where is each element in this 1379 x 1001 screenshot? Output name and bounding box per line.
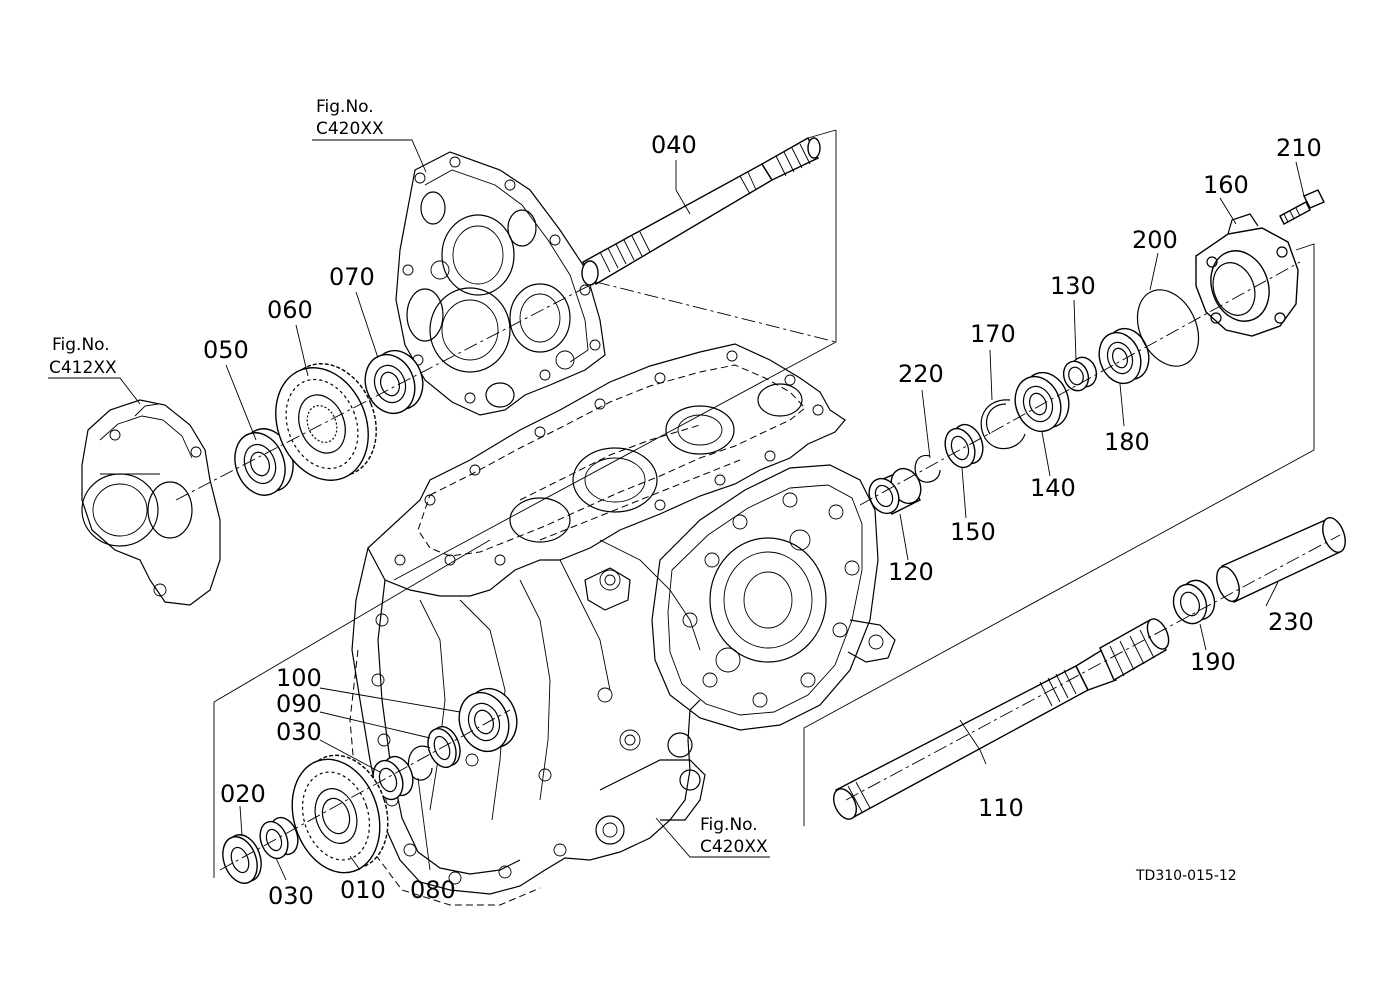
label-200: 200 (1132, 226, 1178, 254)
label-080: 080 (410, 876, 456, 904)
label-030-upper: 030 (276, 718, 322, 746)
part-160-bearing-holder (1195, 213, 1299, 337)
label-120: 120 (888, 558, 934, 586)
part-050-bearing (234, 428, 294, 496)
fig-ref-top-label: Fig.No. (316, 97, 374, 117)
label-010: 010 (340, 876, 386, 904)
part-030-needle-bearing-upper (372, 755, 414, 801)
part-020-collar (222, 834, 262, 884)
part-100-bearing (458, 687, 518, 753)
front-plate (395, 151, 606, 416)
part-230-shaft-cover (1216, 517, 1346, 603)
fig-ref-bottom-code: C420XX (700, 837, 768, 857)
label-130: 130 (1050, 272, 1096, 300)
alignment-lines (175, 129, 1341, 878)
part-180-bearing (1098, 327, 1150, 385)
part-010-gear (291, 754, 389, 874)
label-140: 140 (1030, 474, 1076, 502)
label-050: 050 (203, 336, 249, 364)
label-110: 110 (978, 794, 1024, 822)
figure-reference-labels: Fig.No. C420XX Fig.No. C412XX Fig.No. C4… (49, 97, 768, 857)
label-220: 220 (898, 360, 944, 388)
part-140-bearing (1014, 371, 1070, 433)
part-labels: 040 050 060 070 100 090 030 020 030 010 … (203, 131, 1322, 910)
label-180: 180 (1104, 428, 1150, 456)
callout-leaders (48, 139, 1305, 881)
label-040: 040 (651, 131, 697, 159)
label-170: 170 (970, 320, 1016, 348)
part-220-circlip (914, 454, 941, 483)
part-130-collar (1062, 356, 1098, 392)
part-200-o-ring (1136, 289, 1200, 367)
part-150-oil-seal (944, 423, 984, 469)
drawing-id: TD310-015-12 (1135, 868, 1237, 884)
part-030-needle-bearing-lower (259, 816, 299, 860)
part-060-gear (275, 363, 377, 481)
label-190: 190 (1190, 648, 1236, 676)
fig-ref-left-label: Fig.No. (52, 335, 110, 355)
part-090-collar (427, 725, 461, 769)
fig-ref-bottom-label: Fig.No. (700, 815, 758, 835)
part-120-needle-bearing (868, 467, 922, 515)
label-030-lower: 030 (268, 882, 314, 910)
fig-ref-left-code: C412XX (49, 358, 117, 378)
label-210: 210 (1276, 134, 1322, 162)
label-060: 060 (267, 296, 313, 324)
label-230: 230 (1268, 608, 1314, 636)
part-170-internal-circlip (980, 399, 1026, 450)
transmission-case (349, 343, 896, 906)
label-070: 070 (329, 263, 375, 291)
label-150: 150 (950, 518, 996, 546)
label-090: 090 (276, 690, 322, 718)
part-190-oil-seal (1172, 579, 1216, 625)
label-020: 020 (220, 780, 266, 808)
part-210-bolt (1279, 189, 1325, 225)
part-070-bearing (364, 349, 424, 415)
bearing-case-left (81, 399, 221, 606)
part-040-shaft (581, 137, 821, 286)
fig-ref-top-code: C420XX (316, 119, 384, 139)
label-160: 160 (1203, 171, 1249, 199)
label-100: 100 (276, 664, 322, 692)
